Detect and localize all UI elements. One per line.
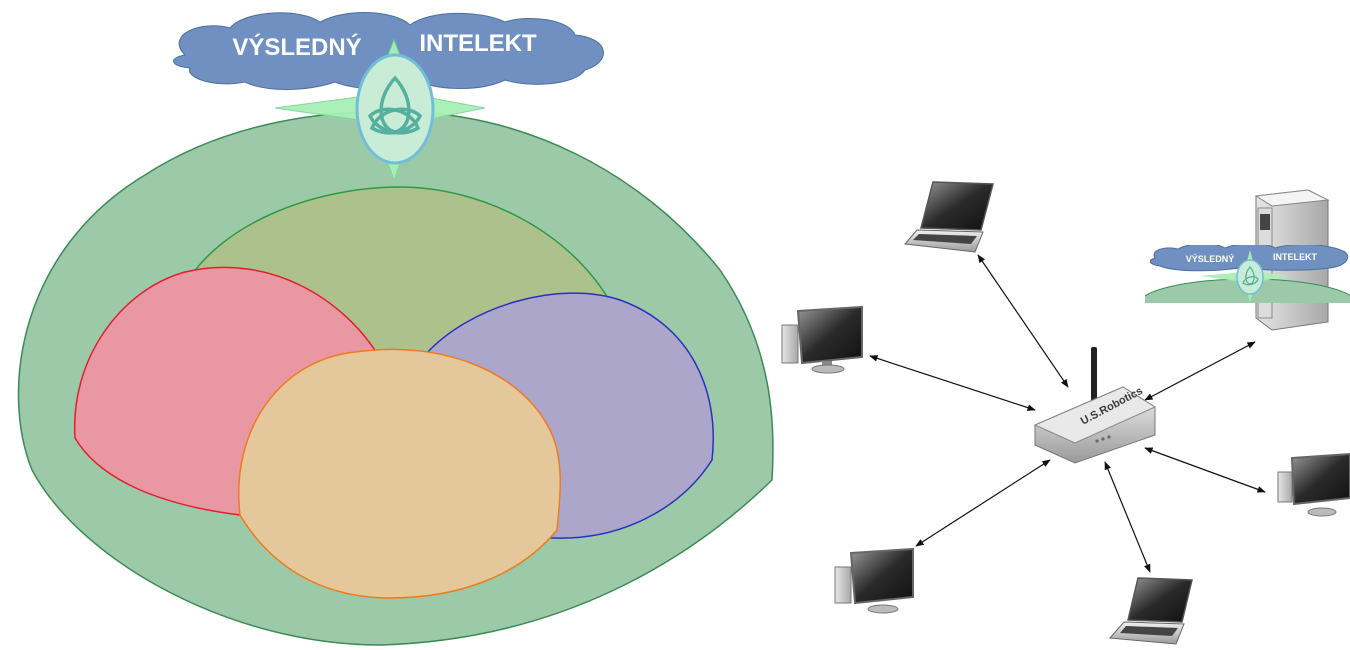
bottom-dome <box>238 348 562 599</box>
cloud-word-right: INTELEKT <box>419 30 537 57</box>
mini-cloud-word-right: INTELEKT <box>1273 252 1318 262</box>
result-cloud <box>173 12 604 90</box>
link-bottom-left-desktop <box>915 459 1051 547</box>
desktop-monitor-icon <box>1277 452 1350 517</box>
mini-diagram-overlay: VÝSLEDNÝ INTELEKT <box>1145 245 1350 303</box>
mini-cloud-word-left: VÝSLEDNÝ <box>1186 253 1235 264</box>
network-diagram: VÝSLEDNÝ INTELEKT U.S.Robotics <box>781 181 1350 645</box>
link-right-desktop <box>1144 447 1266 493</box>
link-server <box>1144 341 1256 401</box>
desktop-monitor-icon <box>781 305 863 374</box>
laptop-icon <box>904 181 994 253</box>
link-top-laptop <box>977 254 1069 388</box>
cloud-word-left: VÝSLEDNÝ <box>232 33 361 61</box>
router-icon: U.S.Robotics <box>1033 347 1157 464</box>
link-bottom-laptop <box>1104 461 1151 573</box>
desktop-monitor-icon <box>834 547 914 614</box>
intellect-diagram: VÝSLEDNÝ INTELEKT <box>17 12 774 646</box>
laptop-icon <box>1108 577 1193 645</box>
link-left-desktop <box>869 355 1036 411</box>
triquetra-icon <box>355 53 435 165</box>
